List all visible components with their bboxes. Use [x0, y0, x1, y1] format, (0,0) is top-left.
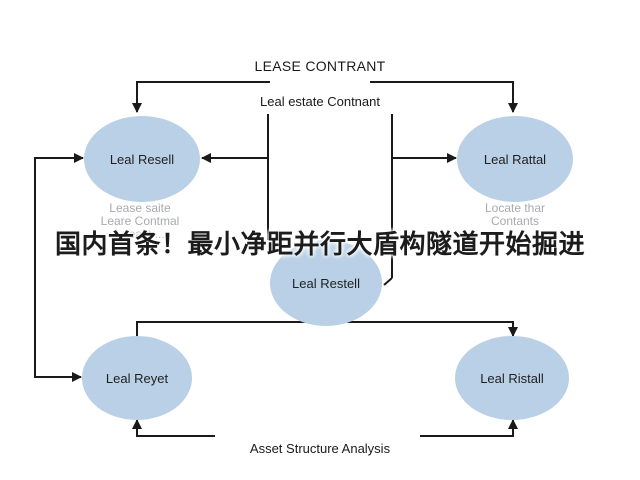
faded-right-line: Locate thar — [484, 201, 546, 215]
center-right-connector — [383, 277, 393, 286]
node-bottom-right: Leal Ristall — [455, 336, 569, 420]
node-top-left: Leal Resell — [84, 116, 200, 202]
node-center: Leal Restell — [270, 240, 382, 326]
faded-right-line: Contants — [490, 214, 540, 228]
node-bottom-left-label: Leal Reyet — [105, 370, 169, 386]
left-loop-bottom-arrow — [34, 240, 82, 382]
node-center-label: Leal Restell — [292, 275, 360, 291]
node-bottom-left: Leal Reyet — [82, 336, 192, 420]
faded-left-line: Lease saite — [109, 201, 171, 215]
top-right-arrow — [370, 81, 518, 113]
node-top-right-label: Leal Rattal — [483, 151, 547, 167]
bottom-left-arrow — [132, 419, 215, 437]
node-bottom-right-label: Leal Ristall — [480, 370, 544, 386]
node-top-right: Leal Rattal — [457, 116, 573, 202]
diagram-title: LEASE CONTRANT — [254, 58, 386, 74]
diagram-subtitle: Leal estate Contnant — [260, 94, 380, 109]
faded-left-text: Lease saite Leare Contmal Lneal t ... — [70, 202, 210, 241]
bottom-right-arrow — [420, 419, 518, 437]
node-top-left-label: Leal Resell — [109, 151, 175, 167]
faded-left-line: Leare Contmal — [100, 214, 180, 228]
left-loop-top-arrow — [34, 153, 84, 240]
faded-left-line: Lneal t ... — [115, 227, 165, 241]
overlay-banner: 国内首条！最小净距并行大盾构隧道开始掘进 — [54, 230, 585, 260]
top-left-arrow — [132, 81, 270, 113]
bottom-label: Asset Structure Analysis — [249, 441, 391, 456]
faded-right-text: Locate thar Contants — [445, 202, 585, 228]
